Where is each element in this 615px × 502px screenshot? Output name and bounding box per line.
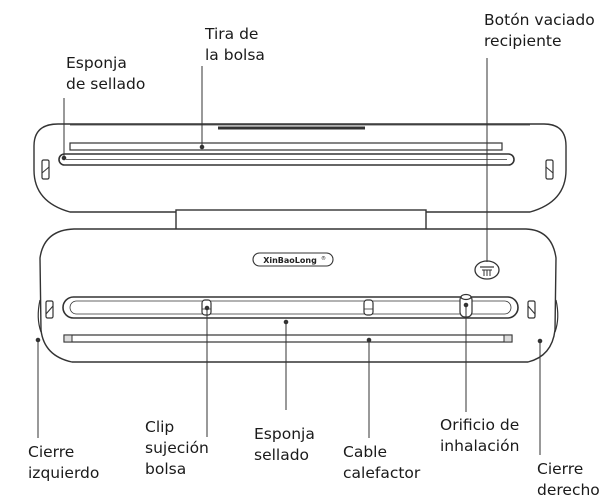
label-cierre-izq-line1: Cierre (28, 443, 75, 461)
label-boton: Botón vaciado recipiente (484, 10, 595, 52)
label-clip-line2: sujeción (145, 439, 209, 457)
label-boton-line2: recipiente (484, 32, 562, 50)
label-clip: Clip sujeción bolsa (145, 417, 209, 480)
label-esponja-bottom-line1: Esponja (254, 425, 315, 443)
heating-cable (63, 334, 513, 343)
label-cable: Cable calefactor (343, 442, 420, 484)
label-cierre-der-line2: derecho (537, 481, 600, 499)
label-tira-line1: Tira de (205, 25, 259, 43)
label-clip-line3: bolsa (145, 460, 187, 478)
label-tira-line2: la bolsa (205, 46, 265, 64)
brand-mark: ® (321, 255, 326, 262)
label-cierre-der: Cierre derecho (537, 459, 600, 501)
label-cierre-der-line1: Cierre (537, 460, 584, 478)
base-sealing-sponge (62, 296, 519, 319)
label-esponja-bottom: Esponja sellado (254, 424, 315, 466)
sealer-lid (33, 123, 567, 213)
label-cierre-izq: Cierre izquierdo (28, 442, 99, 484)
label-clip-line1: Clip (145, 418, 175, 436)
label-orificio-line2: inhalación (440, 437, 520, 455)
clip-icon-2[interactable] (363, 299, 374, 316)
brand-text: XinBaoLong (263, 256, 317, 265)
sealer-base (39, 228, 557, 363)
label-esponja-top: Esponja de sellado (66, 53, 145, 95)
hinge (175, 209, 427, 231)
leader-lines (35, 58, 543, 455)
label-boton-line1: Botón vaciado (484, 11, 595, 29)
label-esponja-top-line2: de sellado (66, 75, 146, 93)
label-cierre-izq-line2: izquierdo (28, 464, 100, 482)
label-esponja-bottom-line2: sellado (254, 446, 310, 464)
bag-strip (69, 142, 503, 151)
label-orificio: Orificio de inhalación (440, 415, 519, 457)
left-latch-icon[interactable] (45, 300, 54, 319)
label-cable-line1: Cable (343, 443, 388, 461)
label-cable-line2: calefactor (343, 464, 421, 482)
label-tira: Tira de la bolsa (205, 24, 265, 66)
label-orificio-line1: Orificio de (440, 416, 520, 434)
right-latch-icon[interactable] (527, 300, 536, 319)
label-esponja-top-line1: Esponja (66, 54, 127, 72)
brand-badge (252, 252, 334, 267)
drain-button-icon[interactable] (474, 260, 500, 280)
